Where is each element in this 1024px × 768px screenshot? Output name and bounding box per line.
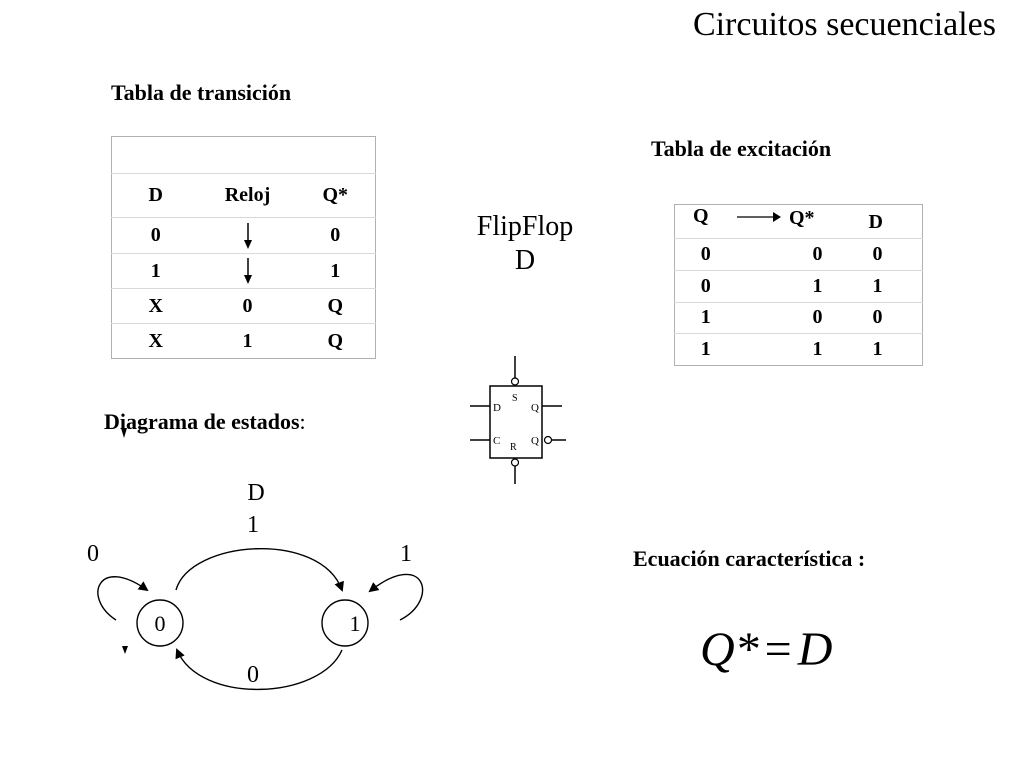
cell-d: 1 xyxy=(868,333,923,366)
state-label-0: 0 xyxy=(155,611,166,636)
clock-falling-edge-arrow-icon xyxy=(243,222,252,249)
header-clock: Reloj xyxy=(199,173,296,218)
pin-label-clock: C xyxy=(493,435,500,447)
table-row: X 1 Q xyxy=(111,323,376,359)
cell-d: X xyxy=(111,288,200,324)
cell-q: 1 xyxy=(674,301,737,335)
stray-arrow-mark xyxy=(122,646,128,654)
pin-label-set: S xyxy=(512,393,518,404)
pin-label-q-not: Q xyxy=(531,435,539,447)
self-loop-label-1: 1 xyxy=(400,541,412,567)
table-row: X 0 Q xyxy=(111,288,376,324)
self-loop-1 xyxy=(368,573,424,621)
arc-label-0-to-1: 1 xyxy=(247,512,259,538)
flipflop-label-line1: FlipFlop xyxy=(476,211,574,242)
equation-rhs: D xyxy=(797,623,833,676)
characteristic-equation-title: Ecuación característica : xyxy=(633,546,866,571)
stray-arrow-mark xyxy=(121,428,127,438)
pin-label-d: D xyxy=(493,402,501,414)
cell-clock xyxy=(199,253,296,289)
state-diagram: 0 1 D 1 0 0 1 xyxy=(87,428,424,691)
flipflop-label: FlipFlop D xyxy=(460,210,590,278)
cell-q: 0 xyxy=(674,238,737,271)
table-row: 0 0 0 xyxy=(674,238,923,271)
arc-label-1-to-0: 0 xyxy=(247,662,259,688)
slide-title: Circuitos secuenciales xyxy=(692,6,996,43)
pin-label-q: Q xyxy=(531,402,539,414)
flipflop-label-line2: D xyxy=(514,245,536,276)
excitation-table-title: Tabla de excitación xyxy=(651,136,832,161)
equation-lhs: Q* xyxy=(700,623,759,676)
clock-falling-edge-arrow-icon xyxy=(243,258,252,284)
cell-d: 1 xyxy=(868,269,923,303)
flipflop-body xyxy=(489,385,543,459)
cell-d: 0 xyxy=(868,301,923,335)
q-not-pin-bubble xyxy=(543,435,553,445)
table-row: 0 0 xyxy=(111,217,376,254)
self-loop-0 xyxy=(97,576,149,621)
input-label-d: D xyxy=(247,480,264,506)
header-q-next: Q* xyxy=(789,207,815,229)
state-diagram-title: Diagrama de estados: xyxy=(104,409,306,435)
cell-d: 0 xyxy=(868,238,923,271)
reset-pin-bubble xyxy=(510,458,520,467)
cell-clock: 1 xyxy=(199,323,296,359)
arc-1-to-0 xyxy=(175,648,343,691)
pin-label-reset: R xyxy=(510,442,517,453)
table-row: 1 1 1 xyxy=(674,333,923,366)
state-diagram-title-colon: : xyxy=(299,409,306,434)
cell-q-next: 1 xyxy=(295,253,376,289)
cell-q: 1 xyxy=(674,333,737,366)
state-diagram-title-text: Diagrama de estados xyxy=(104,409,300,434)
state-label-1: 1 xyxy=(350,611,361,636)
table-row: 1 1 xyxy=(111,253,376,289)
cell-clock: 0 xyxy=(199,288,296,324)
cell-clock xyxy=(199,217,296,254)
header-d: D xyxy=(868,204,923,239)
equation-operator: = xyxy=(764,623,792,676)
arc-0-to-1 xyxy=(175,548,344,592)
table-row-empty xyxy=(111,136,376,174)
cell-q-next: 0 xyxy=(295,217,376,254)
transition-arrow-header: Q* xyxy=(736,207,815,229)
cell-q: 0 xyxy=(674,269,737,303)
header-q: Q xyxy=(674,204,737,239)
table-row: 1 0 0 xyxy=(674,301,923,335)
transition-table: D Reloj Q* 0 0 1 1 X 0 Q X 1 Q xyxy=(111,136,376,359)
d-flipflop-symbol: D S Q C R Q xyxy=(470,356,566,484)
state-node-0 xyxy=(136,599,184,647)
table-row: 0 1 1 xyxy=(674,269,923,303)
self-loop-label-0: 0 xyxy=(87,541,99,567)
characteristic-equation: Q*=D xyxy=(700,622,832,677)
table-header-row: D Reloj Q* xyxy=(111,173,376,218)
cell-q-next: 1 xyxy=(736,269,869,303)
cell-d: 0 xyxy=(111,217,200,254)
cell-q-next: 0 xyxy=(736,238,869,271)
cell-d: 1 xyxy=(111,253,200,289)
arrow-right-icon xyxy=(772,212,781,222)
cell-q-next: 0 xyxy=(736,301,869,335)
excitation-table: Q Q* D 0 0 0 0 1 1 1 0 0 1 1 1 xyxy=(674,204,923,366)
header-d: D xyxy=(111,173,200,218)
table-header-row: Q Q* D xyxy=(674,204,923,239)
cell-q-next: Q xyxy=(295,323,376,359)
cell-d: X xyxy=(111,323,200,359)
transition-table-title: Tabla de transición xyxy=(111,80,292,105)
state-node-1 xyxy=(321,599,369,647)
header-q-next-cell: Q* xyxy=(736,204,869,239)
set-pin-bubble xyxy=(510,377,520,386)
header-q-next: Q* xyxy=(295,173,376,218)
cell-q-next: 1 xyxy=(736,333,869,366)
cell-q-next: Q xyxy=(295,288,376,324)
